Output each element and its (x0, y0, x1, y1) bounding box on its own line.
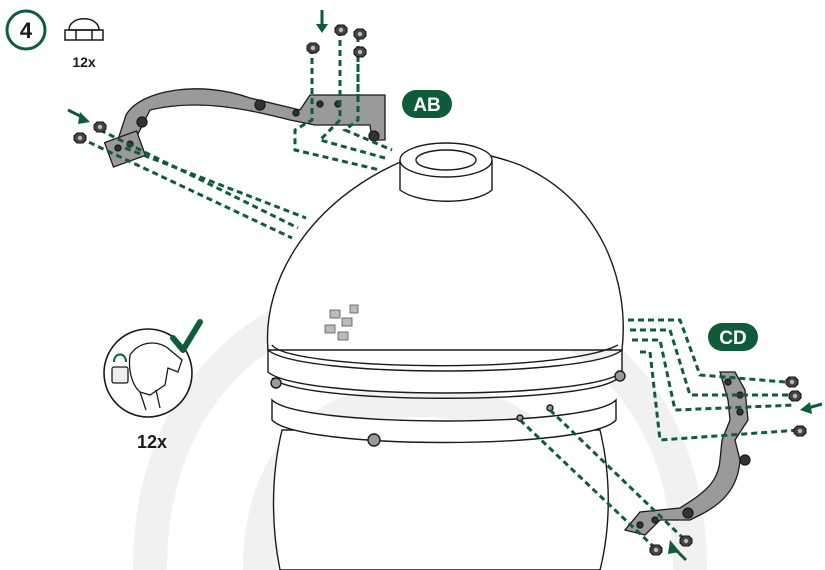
arrow-right-icon (67, 108, 90, 124)
callout-cd: CD (708, 323, 758, 351)
callout-cd-label: CD (719, 328, 746, 349)
arrow-up-left-icon (668, 540, 688, 562)
acorn-nut-icon (64, 18, 104, 41)
callout-ab-label: AB (413, 95, 440, 116)
step-badge: 4 (5, 9, 47, 51)
upper-band (267, 348, 623, 394)
hand-tighten-icon (111, 342, 183, 411)
step-number: 4 (20, 18, 33, 43)
dome-logo-mark (324, 304, 359, 341)
lower-band (271, 398, 617, 444)
hinge-bracket-cd (623, 371, 751, 536)
detail-quantity: 12x (137, 432, 167, 452)
direction-arrows (67, 10, 823, 562)
hand-tighten-detail (103, 319, 203, 418)
arrow-down-icon (316, 10, 328, 33)
grill-egg (266, 142, 626, 570)
arrow-left-icon (800, 402, 823, 414)
assembly-guide-lines (79, 30, 801, 550)
grill-base (272, 429, 609, 570)
hardware-quantity: 12x (72, 54, 96, 70)
callout-ab: AB (402, 90, 452, 118)
checkmark-icon (170, 319, 203, 353)
